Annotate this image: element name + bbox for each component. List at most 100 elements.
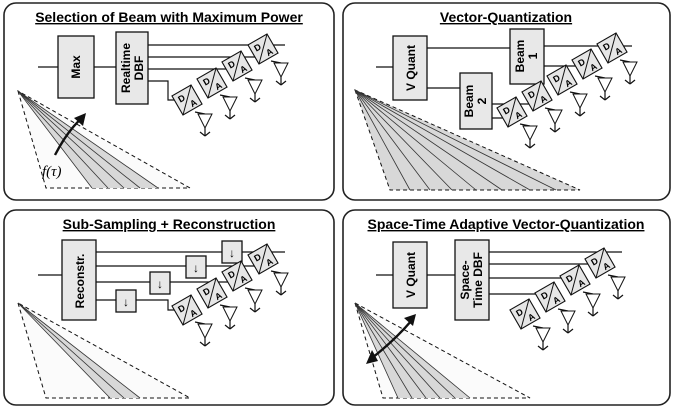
panel-title: Space-Time Adaptive Vector-Quantization (368, 216, 645, 232)
amplifier-icon (547, 109, 563, 126)
beam-2-label: Beam2 (462, 85, 489, 118)
da-label-d: D (252, 251, 263, 263)
beam-fan (354, 301, 531, 399)
space-time-dbf-label: Space-Time DBF (458, 252, 485, 308)
da-label-a: A (238, 273, 249, 285)
antenna-icon (562, 328, 569, 334)
arrow-head-b (404, 314, 416, 326)
amplifier-icon (522, 125, 538, 142)
arrow-head-a (366, 350, 378, 364)
panel-selection-of-beam: Selection of Beam with Maximum Power f(τ… (3, 2, 335, 201)
da-label-a: A (213, 80, 224, 92)
da-label-d: D (589, 255, 600, 267)
amplifier-icon (247, 289, 263, 306)
antenna-icon (224, 114, 231, 120)
antenna-icon (549, 127, 556, 133)
v-quant-label: V Quant (404, 252, 418, 298)
space-time-dbf-block (454, 239, 490, 321)
antenna-icon (612, 294, 619, 300)
antenna-icon (199, 341, 206, 347)
beam-1-label: Beam1 (513, 40, 540, 73)
downsampler-2: ↓ (149, 271, 171, 295)
v-quant-label: V Quant (404, 45, 418, 91)
da-label-a: A (576, 277, 587, 289)
realtime-dbf-label: RealtimeDBF (119, 43, 146, 93)
da-label-d: D (526, 88, 537, 100)
da-label-d: D (601, 40, 612, 52)
da-label-d: D (564, 272, 575, 284)
da-label-d: D (226, 268, 237, 280)
amplifier-icon (610, 276, 626, 293)
svg-text:↓: ↓ (123, 295, 129, 309)
da-label-d: D (514, 306, 525, 318)
da-label-d: D (539, 289, 550, 301)
da-label-d: D (176, 92, 187, 104)
da-label-a: A (563, 77, 574, 89)
antenna-icon (537, 345, 544, 351)
v-quant-block (392, 35, 428, 101)
amplifier-icon (560, 310, 576, 327)
da-label-a: A (188, 307, 199, 319)
da-label-a: A (264, 256, 275, 268)
da-label-a: A (526, 311, 537, 323)
da-label-d: D (226, 58, 237, 70)
da-label-d: D (252, 41, 263, 53)
beam-fan (354, 89, 581, 191)
panel-sub-sampling: Sub-Sampling + Reconstruction Reconstr. … (3, 209, 335, 406)
panel-vector-quantization: Vector-Quantization V Quant Beam1 Beam2 … (342, 2, 671, 201)
panel-title: Sub-Sampling + Reconstruction (63, 216, 276, 232)
antenna-icon (275, 290, 282, 296)
amplifier-icon (222, 306, 238, 323)
svg-text:↓: ↓ (193, 261, 199, 275)
amplifier-icon (197, 323, 213, 340)
da-label-a: A (538, 93, 549, 105)
da-label-a: A (601, 260, 612, 272)
amplifier-icon (597, 77, 613, 94)
amplifier-icon (222, 96, 238, 113)
amplifier-icon (572, 93, 588, 110)
amplifier-icon (273, 62, 289, 79)
amplifier-icon (535, 327, 551, 344)
beam-2-block (459, 72, 493, 130)
antenna-icon (224, 324, 231, 330)
amplifier-icon (585, 293, 601, 310)
amplifier-icon (273, 272, 289, 289)
svg-text:↓: ↓ (229, 246, 235, 260)
reconstr-label: Reconstr. (73, 254, 87, 309)
beam-fan (17, 301, 191, 399)
da-label-a: A (264, 46, 275, 58)
da-label-d: D (501, 104, 512, 116)
antenna-icon (574, 111, 581, 117)
antenna-icon (249, 307, 256, 313)
da-label-d: D (576, 56, 587, 68)
beam-1-block (509, 28, 545, 85)
amplifier-icon (247, 79, 263, 96)
da-label-a: A (551, 294, 562, 306)
reconstr-block (61, 239, 97, 321)
antenna-icon (624, 79, 631, 85)
da-label-a: A (588, 61, 599, 73)
scan-arrow (371, 319, 413, 359)
antenna-icon (199, 131, 206, 137)
realtime-dbf-block (115, 31, 149, 105)
da-label-a: A (238, 63, 249, 75)
downsampler-3: ↓ (185, 255, 207, 279)
da-label-a: A (613, 45, 624, 57)
antenna-icon (275, 80, 282, 86)
da-label-d: D (551, 72, 562, 84)
